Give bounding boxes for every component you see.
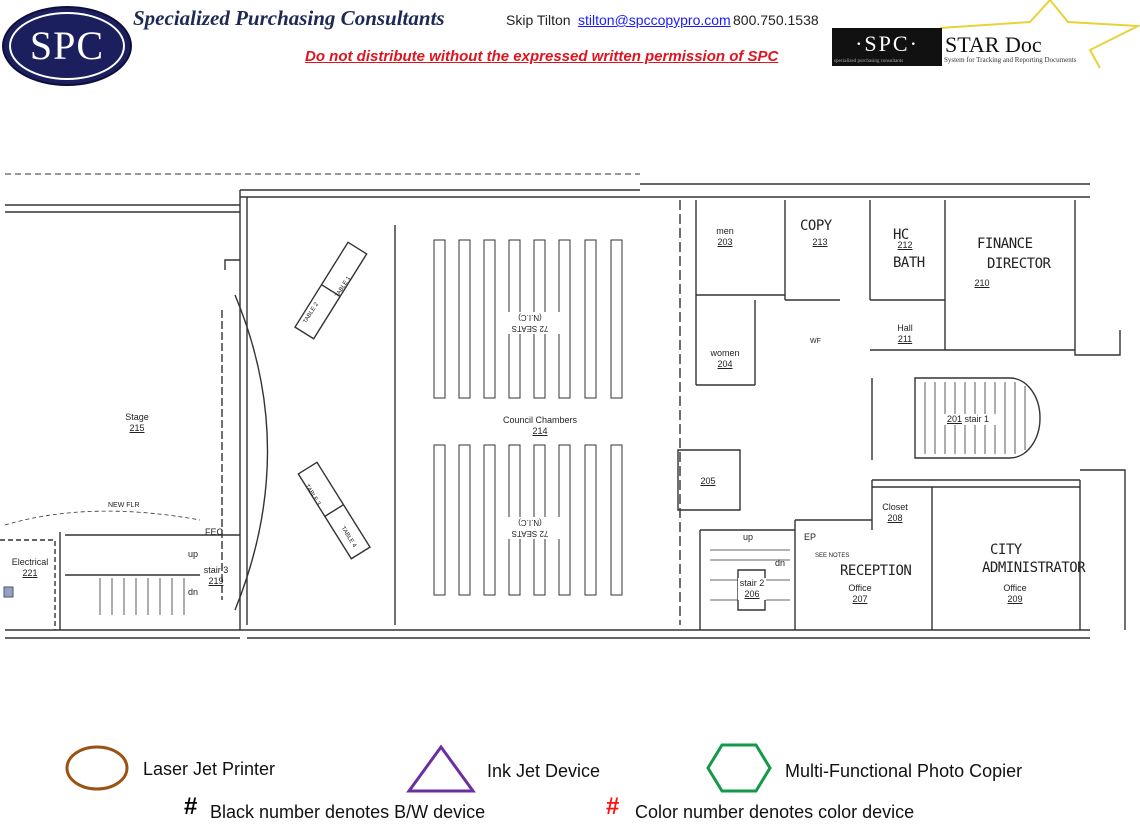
room-212-number: 212 bbox=[897, 240, 913, 250]
legend-inkjet-label: Ink Jet Device bbox=[487, 761, 601, 781]
room-210-number: 210 bbox=[974, 278, 990, 288]
fec-note: FEC bbox=[205, 527, 223, 537]
floor-plan-drawing bbox=[0, 173, 1126, 639]
see-notes: SEE NOTES bbox=[815, 553, 850, 559]
inkjet-triangle-icon bbox=[406, 744, 476, 793]
handwritten-hc: HC bbox=[893, 227, 909, 243]
handwritten-administrator: ADMINISTRATOR bbox=[982, 560, 1086, 576]
star-logo-icon bbox=[940, 0, 1140, 69]
room-number: 208 bbox=[887, 513, 903, 523]
legend-laser-label: Laser Jet Printer bbox=[143, 759, 276, 779]
room-name: Electrical bbox=[11, 557, 49, 567]
wf-note: WF bbox=[810, 338, 821, 345]
handwritten-director: DIRECTOR bbox=[987, 256, 1051, 272]
new-flr-note: NEW FLR bbox=[108, 502, 140, 509]
laser-printer-circle-icon bbox=[65, 745, 129, 791]
room-name: stair 2 bbox=[739, 578, 765, 588]
seats-note-top: 72 SEATS (N.I.C) bbox=[500, 312, 560, 334]
stair2-up: up bbox=[743, 532, 754, 542]
room-name: Closet bbox=[882, 502, 908, 512]
room-name: Office bbox=[1003, 583, 1027, 593]
color-hash-symbol: # bbox=[606, 793, 620, 820]
company-name: Specialized Purchasing Consultants bbox=[133, 6, 445, 30]
room-number: 207 bbox=[852, 594, 868, 604]
contact-phone: 800.750.1538 bbox=[733, 12, 819, 28]
handwritten-copy: COPY bbox=[800, 218, 832, 234]
star-logo-spc-sub: specialized purchasing consultants bbox=[834, 59, 904, 64]
bw-hash-symbol: # bbox=[184, 793, 198, 820]
contact-name: Skip Tilton bbox=[506, 12, 571, 28]
room-number: 214 bbox=[532, 426, 548, 436]
handwritten-city: CITY bbox=[990, 542, 1022, 558]
contact-email-link[interactable]: stilton@spccopypro.com bbox=[578, 12, 731, 28]
stair3-dn: dn bbox=[188, 587, 199, 597]
handwritten-finance: FINANCE bbox=[977, 236, 1033, 252]
star-doc-title: STAR Doc bbox=[945, 32, 1042, 57]
legend-color-text: Color number denotes color device bbox=[635, 802, 915, 822]
room-number: 209 bbox=[1007, 594, 1023, 604]
room-213-number: 213 bbox=[812, 237, 828, 247]
distribution-warning: Do not distribute without the expressed … bbox=[305, 48, 779, 65]
stair2-dn: dn bbox=[775, 558, 786, 568]
room-name: stair 1 bbox=[964, 414, 990, 424]
room-name: Office bbox=[848, 583, 872, 593]
room-name: Hall bbox=[897, 323, 913, 333]
seats-note-bottom: 72 SEATS (N.I.C) bbox=[500, 517, 560, 539]
pews bbox=[433, 239, 623, 596]
legend-bw-text: Black number denotes B/W device bbox=[210, 802, 486, 822]
ep-note: EP bbox=[804, 532, 817, 542]
star-logo-spc-text: ·SPC· bbox=[855, 31, 919, 56]
spc-logo: SPC bbox=[2, 6, 132, 86]
room-name: Council Chambers bbox=[502, 415, 578, 425]
room-name: stair 3 bbox=[203, 565, 229, 575]
room-number: 215 bbox=[129, 423, 145, 433]
room-205: 205 bbox=[695, 476, 721, 487]
star-doc-tagline: System for Tracking and Reporting Docume… bbox=[944, 56, 1077, 64]
stair3-up: up bbox=[188, 549, 199, 559]
room-number: 206 bbox=[744, 589, 760, 599]
handwritten-reception: RECEPTION bbox=[840, 563, 912, 579]
spc-logo-text: SPC bbox=[29, 23, 105, 68]
handwritten-bath: BATH bbox=[893, 255, 925, 271]
room-name: Stage bbox=[125, 412, 149, 422]
room-number: 203 bbox=[717, 237, 733, 247]
room-number: 201 bbox=[946, 414, 962, 424]
star-logo-spc: ·SPC· specialized purchasing consultants bbox=[832, 28, 942, 66]
legend-mfp-label: Multi-Functional Photo Copier bbox=[785, 761, 1023, 781]
room-name: women bbox=[710, 348, 740, 358]
room-number: 205 bbox=[700, 476, 716, 486]
room-name: men bbox=[716, 226, 734, 236]
room-number: 204 bbox=[717, 359, 733, 369]
room-stair-1: 201 stair 1 bbox=[938, 414, 998, 425]
mfp-hexagon-icon bbox=[706, 743, 772, 793]
room-number: 211 bbox=[897, 334, 913, 344]
room-number: 221 bbox=[22, 568, 38, 578]
room-number: 219 bbox=[208, 576, 224, 586]
